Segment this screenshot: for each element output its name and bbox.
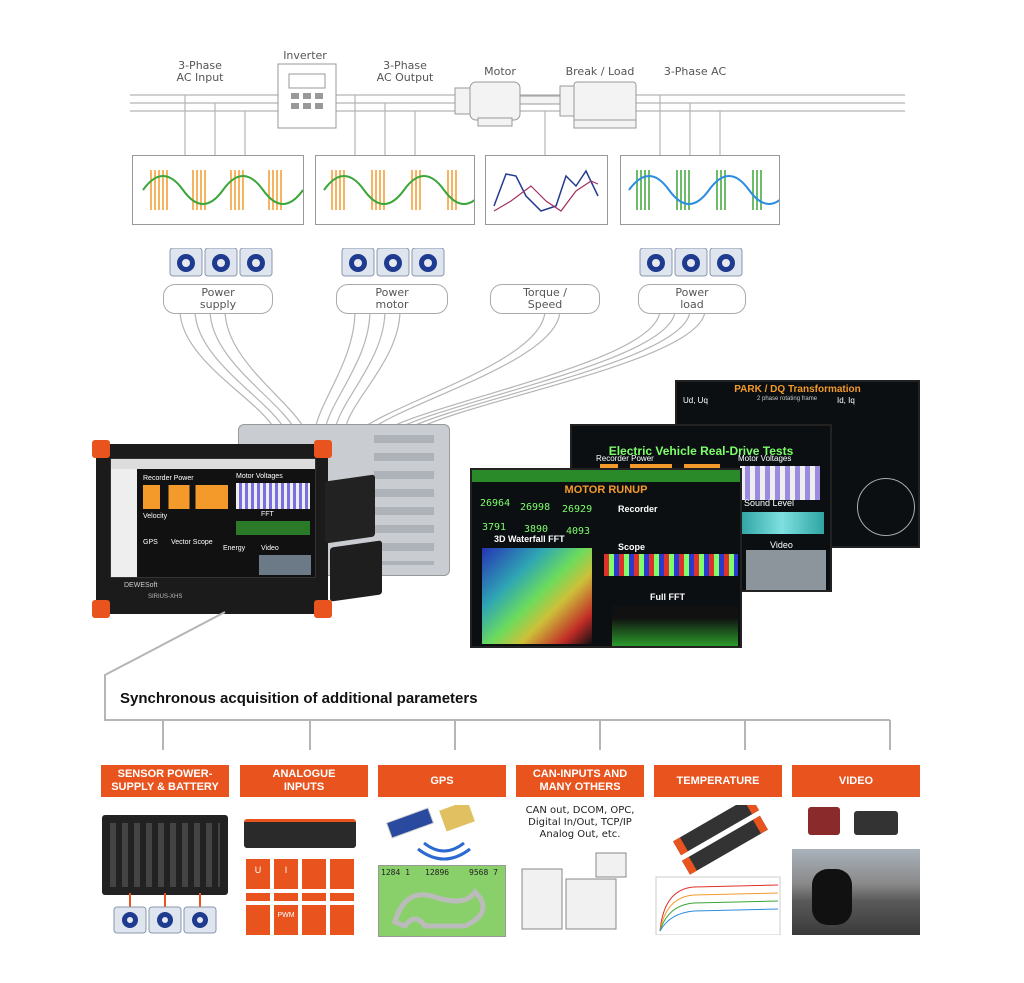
ev-video: Video [770, 540, 793, 550]
brake-shape [559, 81, 637, 129]
waveform-torque-speed [485, 155, 608, 225]
cat-video: VIDEO [792, 765, 920, 797]
instr-gps: GPS [143, 539, 158, 546]
analog-icon-i: I [274, 859, 298, 889]
group-power-motor: Power motor [336, 284, 448, 314]
img-video [792, 805, 920, 935]
runup-waterfall: 3D Waterfall FFT [494, 534, 565, 544]
waveform-power-supply [132, 155, 304, 225]
cat-can: CAN-INPUTS AND MANY OTHERS [516, 765, 644, 797]
runup-fullfft: Full FFT [650, 592, 685, 602]
park-id: Id, Iq [837, 396, 855, 405]
gps-num-1: 1284 1 [381, 868, 410, 877]
instr-fft: FFT [261, 511, 274, 518]
runup-scope: Scope [618, 542, 646, 552]
runup-num-5: 3890 [524, 524, 549, 535]
gps-num-3: 9568 7 [469, 868, 498, 877]
instr-velocity: Velocity [143, 513, 168, 520]
instr-recorder-power: Recorder Power [143, 475, 194, 482]
waveform-power-load [620, 155, 790, 225]
instr-vector-scope: Vector Scope [171, 539, 213, 546]
motor-shape [454, 81, 561, 127]
instrument-side-panel-2 [330, 540, 382, 602]
waveform-power-motor [315, 155, 485, 225]
instrument-model: SIRIUS-XHS [148, 594, 183, 600]
ev-title: Electric Vehicle Real-Drive Tests [608, 444, 794, 458]
img-gps: 1284 1 12896 9568 7 [378, 805, 506, 937]
group-torque-speed: Torque / Speed [490, 284, 600, 314]
img-sensor-power-supply [100, 815, 230, 935]
label-inverter: Inverter [283, 49, 327, 62]
ev-sound: Sound Level [744, 498, 795, 508]
label-3phase-ac: 3-Phase AC [663, 65, 727, 78]
cat-sensor-power: SENSOR POWER- SUPPLY & BATTERY [101, 765, 229, 797]
screen-motor-runup: MOTOR RUNUP 26964 26998 26929 3791 3890 … [470, 468, 742, 648]
analog-icon-counter2 [330, 893, 354, 901]
park-ud: Ud, Uq [683, 396, 708, 405]
instrument-brand: DEWESoft [124, 582, 158, 589]
park-title: PARK / DQ Transformation [734, 384, 861, 395]
group-power-supply: Power supply [163, 284, 273, 314]
label-break-load: Break / Load [565, 65, 635, 78]
park-sub: 2 phase rotating frame [757, 396, 818, 402]
instr-motor-voltages: Motor Voltages [236, 473, 283, 480]
instr-energy: Energy [223, 545, 246, 552]
connector-tree [104, 611, 891, 750]
instrument-unit: Recorder Power Motor Voltages Velocity F… [92, 440, 332, 618]
label-motor: Motor [484, 65, 516, 78]
analog-icon-strain [246, 893, 270, 901]
ev-motor-voltages: Motor Voltages [738, 454, 792, 463]
runup-num-4: 3791 [482, 522, 507, 533]
img-temperature [654, 805, 782, 935]
analog-icon-wave [302, 905, 326, 935]
instr-video: Video [261, 545, 279, 552]
cat-gps: GPS [378, 765, 506, 797]
analog-icon-coil [246, 905, 270, 935]
heading-synchronous: Synchronous acquisition of additional pa… [120, 690, 478, 707]
runup-title: MOTOR RUNUP [564, 484, 648, 496]
analog-icon-counter [302, 893, 326, 901]
current-sensors [169, 248, 743, 277]
runup-num-2: 26998 [520, 502, 551, 513]
analog-icon-wave2 [330, 905, 354, 935]
can-text: CAN out, DCOM, OPC, Digital In/Out, TCP/… [525, 805, 635, 840]
group-power-load: Power load [638, 284, 746, 314]
img-can: CAN out, DCOM, OPC, Digital In/Out, TCP/… [516, 805, 644, 935]
img-analogue-inputs: U I PWM [240, 815, 368, 935]
label-ac-input: 3-Phase AC Input [176, 59, 224, 84]
gps-num-2: 12896 [425, 868, 450, 877]
label-ac-output: 3-Phase AC Output [376, 59, 434, 84]
cat-temperature: TEMPERATURE [654, 765, 782, 797]
power-lines-diagram [130, 63, 905, 430]
runup-num-1: 26964 [480, 498, 511, 509]
analog-icon-bridge2 [330, 859, 354, 889]
runup-recorder: Recorder [618, 504, 658, 514]
analog-icon-strain2 [274, 893, 298, 901]
ev-recorder: Recorder Power [596, 454, 654, 463]
instrument-side-panel [325, 474, 375, 544]
runup-num-6: 4093 [566, 526, 591, 537]
analog-icon-bridge [302, 859, 326, 889]
instrument-screen: Recorder Power Motor Voltages Velocity F… [110, 458, 316, 578]
analog-icon-pwm: PWM [274, 905, 298, 935]
runup-num-3: 26929 [562, 504, 593, 515]
analog-icon-u: U [246, 859, 270, 889]
cat-analogue: ANALOGUE INPUTS [240, 765, 368, 797]
